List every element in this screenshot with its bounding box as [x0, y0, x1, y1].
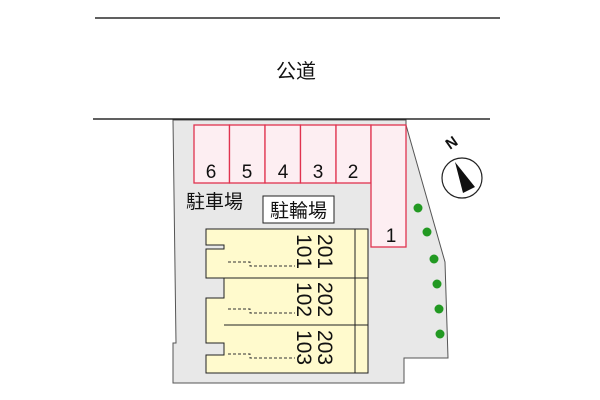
compass-icon: N	[441, 133, 483, 199]
interior-dashed-line	[228, 353, 295, 359]
bicycle-parking-box	[262, 195, 335, 224]
trees	[413, 203, 445, 339]
parking-slot	[299, 124, 337, 184]
slot-number: 5	[242, 162, 253, 183]
unit-number: 102	[292, 282, 315, 317]
tree-icon	[413, 203, 423, 213]
tree-icon	[434, 304, 444, 314]
parking-slot	[193, 124, 231, 184]
compass-north-label: N	[443, 133, 462, 153]
building-outline	[205, 228, 369, 374]
unit-number: 103	[292, 330, 315, 365]
unit-number: 201	[313, 234, 336, 269]
tree-icon	[432, 279, 442, 289]
tree-icon	[429, 254, 439, 264]
slot-number-corner: 1	[386, 226, 397, 247]
parking-slot-corner	[370, 124, 407, 248]
interior-dashed-line	[228, 308, 295, 314]
road-label: 公道	[276, 60, 316, 83]
slot-number: 6	[206, 162, 217, 183]
parking-slot	[264, 124, 302, 184]
unit-number: 101	[292, 234, 315, 269]
tree-icon	[435, 329, 445, 339]
unit-number: 203	[313, 330, 336, 365]
compass-needle	[455, 162, 475, 193]
parking-slots	[193, 124, 407, 248]
interior-dashed-line	[228, 261, 295, 267]
building-interior	[228, 261, 295, 359]
bicycle-parking-label: 駐輪場	[270, 200, 327, 222]
parking-label: 駐車場	[186, 191, 243, 213]
slot-number: 4	[278, 162, 289, 183]
slot-number: 2	[348, 162, 359, 183]
slot-number: 3	[313, 162, 324, 183]
tree-icon	[422, 227, 432, 237]
unit-number: 202	[313, 282, 336, 317]
parking-slot	[335, 124, 372, 184]
